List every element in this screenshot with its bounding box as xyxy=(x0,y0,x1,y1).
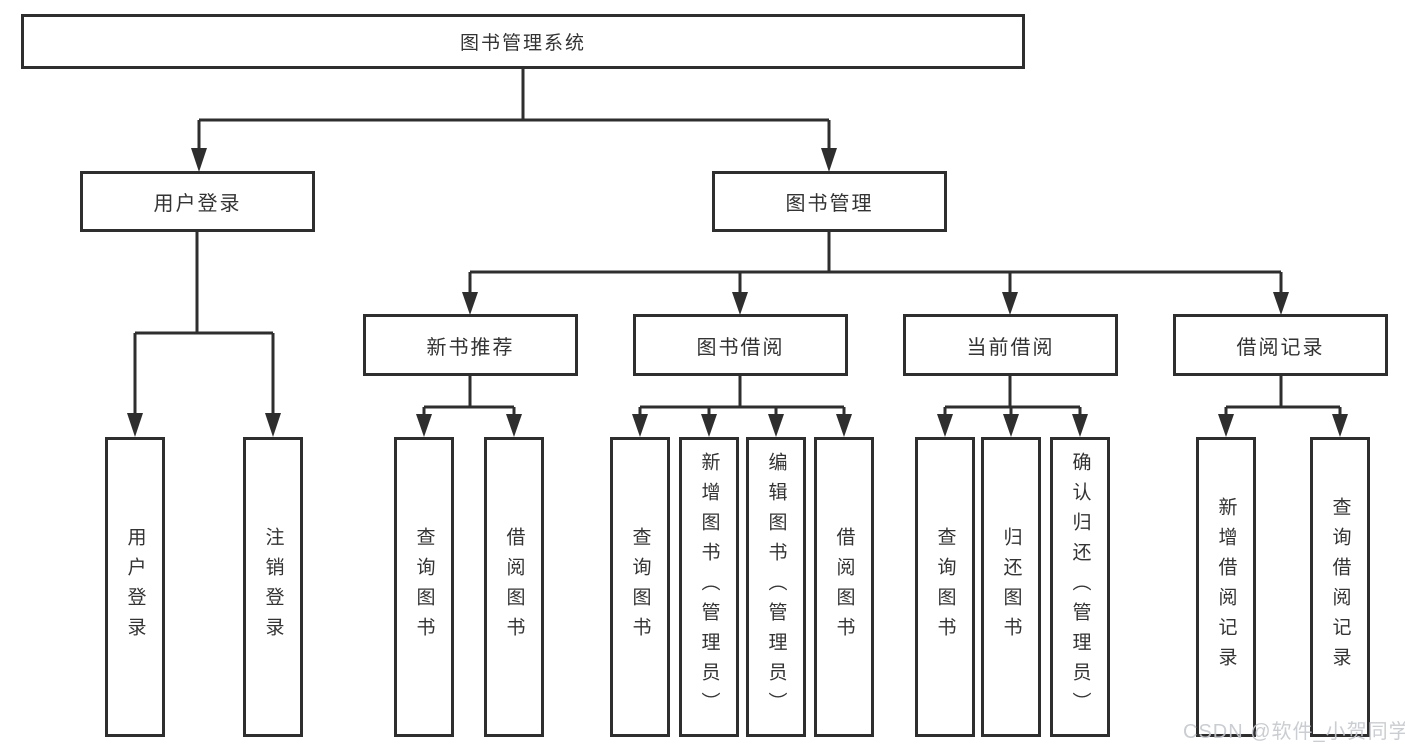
leaf-logout: 注销登录 xyxy=(243,437,303,737)
leaf-current-query-books: 查询图书 xyxy=(915,437,975,737)
csdn-watermark: CSDN @软件_小贺同学 xyxy=(1183,721,1405,743)
leaf-current-return-books-label: 归还图书 xyxy=(1000,527,1022,647)
node-book-management: 图书管理 xyxy=(712,171,947,232)
leaf-user-login-label: 用户登录 xyxy=(124,527,146,647)
node-book-management-label: 图书管理 xyxy=(785,193,874,215)
leaf-records-query-record-label: 查询借阅记录 xyxy=(1329,497,1351,677)
leaf-current-confirm-return-admin-label: 确认归还（管理员） xyxy=(1069,452,1091,722)
leaf-borrow-query-books: 查询图书 xyxy=(610,437,670,737)
leaf-borrow-edit-books-admin-label: 编辑图书（管理员） xyxy=(765,452,787,722)
leaf-logout-label: 注销登录 xyxy=(262,527,284,647)
node-user-login-label: 用户登录 xyxy=(153,193,242,215)
node-book-borrow: 图书借阅 xyxy=(633,314,848,376)
leaf-records-add-record: 新增借阅记录 xyxy=(1196,437,1256,737)
leaf-borrow-borrow-books-label: 借阅图书 xyxy=(833,527,855,647)
leaf-borrow-borrow-books: 借阅图书 xyxy=(814,437,874,737)
leaf-recommend-borrow-books-label: 借阅图书 xyxy=(503,527,525,647)
leaf-recommend-query-books-label: 查询图书 xyxy=(413,527,435,647)
node-current-borrow-label: 当前借阅 xyxy=(966,336,1055,359)
leaf-borrow-edit-books-admin: 编辑图书（管理员） xyxy=(746,437,806,737)
leaf-borrow-add-books-admin-label: 新增图书（管理员） xyxy=(698,452,720,722)
node-current-borrow: 当前借阅 xyxy=(903,314,1118,376)
leaf-borrow-query-books-label: 查询图书 xyxy=(629,527,651,647)
node-book-borrow-label: 图书借阅 xyxy=(696,336,785,359)
leaf-recommend-query-books: 查询图书 xyxy=(394,437,454,737)
node-new-book-recommend-label: 新书推荐 xyxy=(426,336,515,359)
leaf-recommend-borrow-books: 借阅图书 xyxy=(484,437,544,737)
node-root: 图书管理系统 xyxy=(21,14,1025,69)
leaf-records-query-record: 查询借阅记录 xyxy=(1310,437,1370,737)
node-root-label: 图书管理系统 xyxy=(459,33,586,54)
node-user-login: 用户登录 xyxy=(80,171,315,232)
leaf-current-query-books-label: 查询图书 xyxy=(934,527,956,647)
leaf-records-add-record-label: 新增借阅记录 xyxy=(1215,497,1237,677)
node-new-book-recommend: 新书推荐 xyxy=(363,314,578,376)
leaf-current-confirm-return-admin: 确认归还（管理员） xyxy=(1050,437,1110,737)
leaf-user-login: 用户登录 xyxy=(105,437,165,737)
node-borrow-records-label: 借阅记录 xyxy=(1236,336,1325,359)
leaf-borrow-add-books-admin: 新增图书（管理员） xyxy=(679,437,739,737)
node-borrow-records: 借阅记录 xyxy=(1173,314,1388,376)
leaf-current-return-books: 归还图书 xyxy=(981,437,1041,737)
